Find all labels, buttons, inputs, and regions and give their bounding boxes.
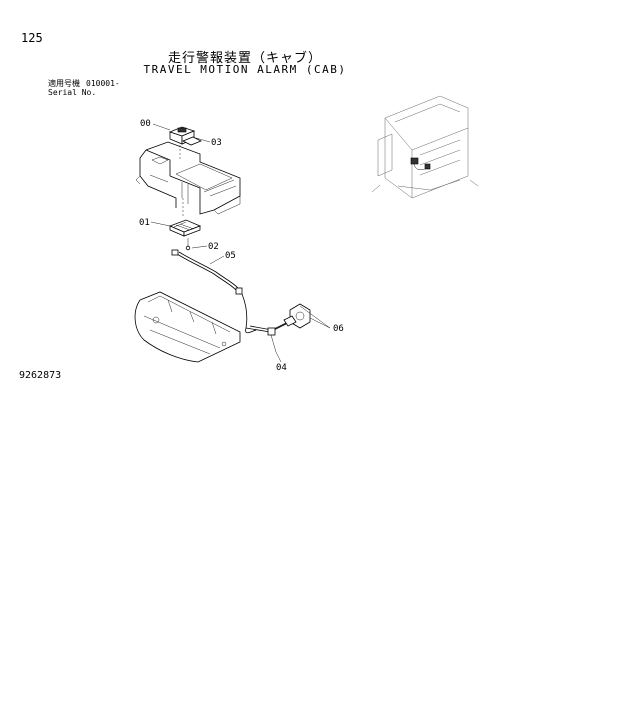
serial-applicability: 適用号機 010001- Serial No. (48, 79, 120, 97)
title-japanese: 走行警報装置（キャブ） (167, 51, 322, 66)
title-english: TRAVEL MOTION ALARM (CAB) (143, 63, 347, 76)
callout-03: 03 (211, 138, 222, 148)
cab-floor-panel (134, 291, 241, 363)
page-number: 125 (21, 31, 43, 45)
serial-value: 010001- (86, 79, 120, 88)
serial-label-jp: 適用号機 (48, 79, 80, 88)
callout-01: 01 (139, 218, 150, 228)
console (135, 141, 241, 215)
part-05-harness (171, 249, 257, 334)
cab-location-inset (371, 95, 479, 199)
part-06-speaker (283, 303, 311, 329)
part-03-bracket (182, 136, 202, 146)
callout-05: 05 (225, 251, 236, 261)
serial-label-en: Serial No. (48, 88, 97, 97)
callout-00: 00 (140, 119, 151, 129)
drawing-number: 9262873 (19, 370, 62, 381)
callout-04: 04 (276, 363, 287, 373)
callout-06: 06 (333, 324, 344, 334)
part-02-screw (185, 238, 191, 251)
callout-02: 02 (208, 242, 219, 252)
part-01-alarm-unit (168, 219, 202, 237)
